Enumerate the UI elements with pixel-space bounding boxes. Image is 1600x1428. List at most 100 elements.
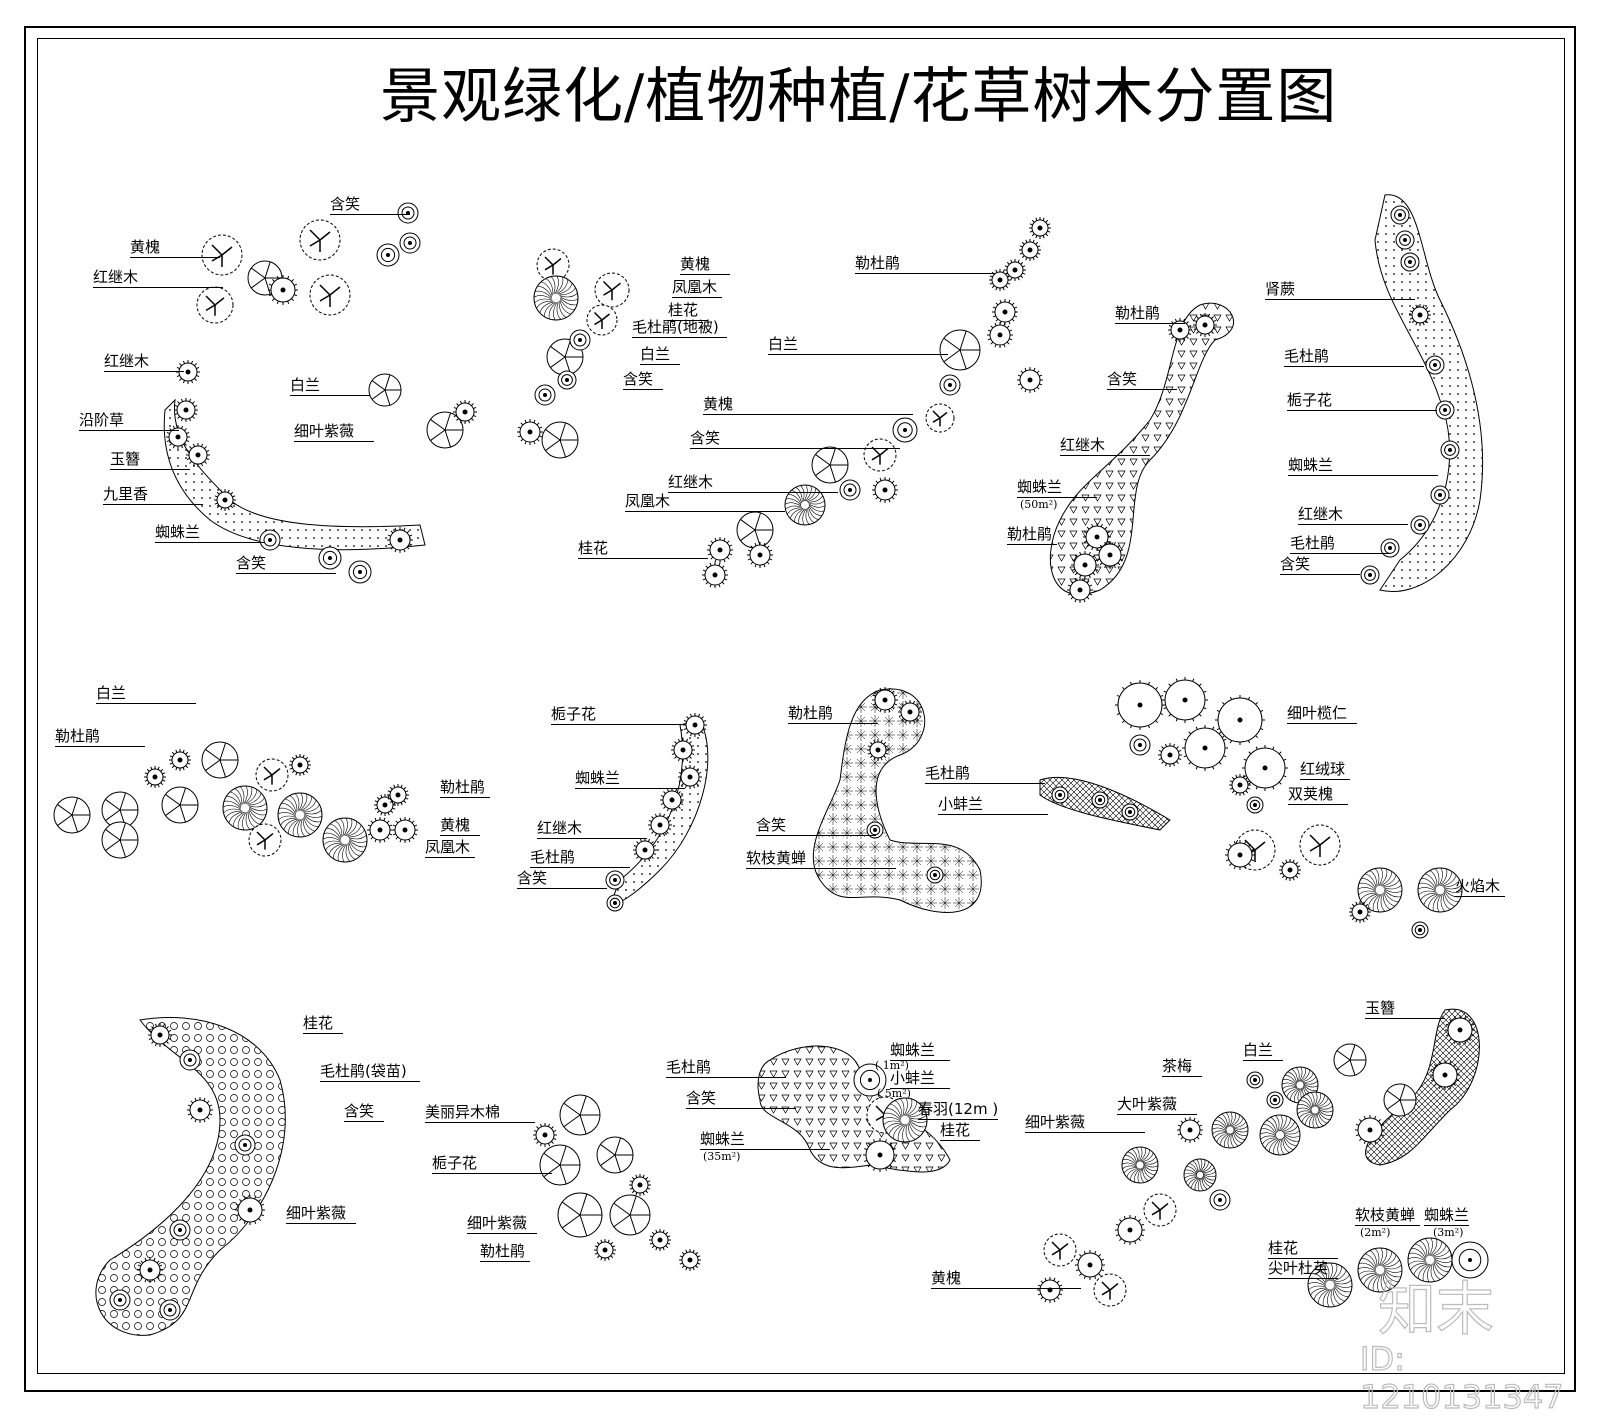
spiky-shrub-symbol (702, 562, 728, 588)
plant-label: 含笑 (236, 555, 336, 574)
spiky-shrub-symbol (660, 788, 684, 812)
shrub-symbol (159, 1299, 181, 1321)
plant-label: 勒杜鹃 (440, 779, 490, 798)
swirl-tree-symbol (1259, 1114, 1301, 1156)
spiky-shrub-symbol (289, 754, 311, 776)
spiky-shrub-symbol (1355, 1115, 1385, 1145)
plant-label: 凤凰木 (672, 279, 722, 298)
branch-tree-symbol (299, 219, 341, 261)
shrub-symbol (1430, 485, 1450, 505)
plant-label: 蜘蛛兰 (700, 1131, 830, 1150)
plant-label: 细叶紫薇 (1025, 1114, 1145, 1133)
plant-label: 白兰 (290, 377, 370, 396)
spiky-shrub-symbol (144, 766, 166, 788)
branch-tree-symbol (196, 286, 234, 324)
plant-label: 毛杜鹃 (666, 1059, 786, 1078)
branch-tree-symbol (925, 403, 955, 433)
plant-label: 玉簪 (1365, 1000, 1445, 1019)
spiky-shrub-symbol (186, 443, 210, 467)
plant-label: 含笑 (344, 1103, 384, 1122)
watermark-logo: 知末 (1377, 1274, 1495, 1343)
spiky-shrub-symbol (367, 817, 393, 843)
shrub-symbol (1266, 1091, 1284, 1109)
shrub-symbol (534, 384, 556, 406)
petal-tree-symbol (1383, 1083, 1417, 1117)
plant-label: 毛杜鹃 (925, 765, 1045, 784)
shrub-symbol (109, 1289, 131, 1311)
spiky-shrub-symbol (1279, 859, 1301, 881)
shrub-symbol (1400, 252, 1420, 272)
plant-label: 白兰 (768, 336, 948, 355)
branch-tree-symbol (1299, 824, 1341, 866)
spiky-shrub-symbol (1162, 677, 1208, 723)
shrub-symbol (399, 232, 421, 254)
branch-tree-symbol (248, 823, 282, 857)
branch-tree-symbol (255, 758, 289, 792)
shrub-symbol (866, 821, 884, 839)
plant-label: 尖叶杜英 (1268, 1260, 1338, 1279)
plant-label: 栀子花 (551, 706, 681, 725)
shrub-symbol (1360, 565, 1380, 585)
spiky-shrub-symbol (235, 1195, 265, 1225)
plant-label: 小蚌兰 (938, 796, 1048, 815)
spiky-shrub-symbol (989, 269, 1011, 291)
swirl-tree-symbol (277, 792, 323, 838)
shrub-symbol (234, 1134, 256, 1156)
spiky-shrub-symbol (872, 687, 898, 713)
branch-tree-symbol (1093, 1273, 1127, 1307)
spiky-shrub-symbol (214, 489, 236, 511)
plant-label: 白兰 (640, 346, 680, 365)
spiky-shrub-symbol (678, 765, 702, 789)
petal-tree-symbol (609, 1194, 651, 1236)
plant-label: 细叶紫薇 (294, 423, 374, 442)
shrub-symbol (1451, 1241, 1489, 1279)
plant-label: 栀子花 (1287, 392, 1437, 411)
drawing-frame-inner (37, 38, 1565, 1374)
plant-label: 玉簪 (110, 451, 190, 470)
spiky-shrub-symbol (987, 322, 1013, 348)
plant-label: 美丽异木棉 (425, 1104, 535, 1123)
spiky-shrub-symbol (1409, 304, 1431, 326)
swirl-tree-symbol (1417, 867, 1463, 913)
shrub-symbol (1380, 538, 1400, 558)
plant-label: 桂花 (303, 1015, 343, 1034)
swirl-tree-symbol (882, 1097, 928, 1143)
spiky-shrub-symbol (1067, 577, 1093, 603)
spiky-shrub-symbol (517, 419, 543, 445)
spiky-shrub-symbol (1242, 745, 1288, 791)
shrub-symbol (569, 329, 591, 351)
spiky-shrub-symbol (1004, 259, 1026, 281)
shrub-symbol (259, 529, 281, 551)
shrub-symbol (606, 894, 624, 912)
plant-label: 毛杜鹃 (530, 849, 630, 868)
shrub-symbol (1051, 786, 1069, 804)
shrub-symbol (1091, 791, 1109, 809)
shrub-symbol (839, 479, 861, 501)
plant-label: 红继木 (93, 269, 223, 288)
spiky-shrub-symbol (1182, 725, 1228, 771)
area-note: (3m²) (1433, 1226, 1464, 1239)
swirl-tree-symbol (1211, 1111, 1249, 1149)
spiky-shrub-symbol (1115, 1215, 1145, 1245)
area-note: (50m²) (1020, 498, 1058, 511)
spiky-shrub-symbol (1029, 217, 1051, 239)
planting-bed (95, 1017, 286, 1336)
shrub-symbol (169, 1219, 191, 1241)
plant-label: 含笑 (1107, 371, 1177, 390)
plant-label: 九里香 (103, 486, 203, 505)
shrub-symbol (376, 243, 400, 267)
plant-label: 红继木 (1298, 506, 1408, 525)
spiky-shrub-symbol (392, 817, 418, 843)
petal-tree-symbol (596, 1136, 634, 1174)
plant-label: 勒杜鹃 (788, 705, 878, 724)
plant-label: 白兰 (1243, 1042, 1283, 1061)
plant-label: 含笑 (690, 430, 900, 449)
plant-label: 红绒球 (1300, 761, 1350, 780)
plant-label: 黄槐 (931, 1270, 1081, 1289)
shrub-symbol (557, 370, 577, 390)
area-note: (2m²) (1360, 1226, 1391, 1239)
petal-tree-symbol (101, 791, 139, 829)
shrub-symbol (1121, 803, 1139, 821)
area-note: (35m²) (703, 1150, 741, 1163)
plant-label: 勒杜鹃 (855, 255, 995, 274)
